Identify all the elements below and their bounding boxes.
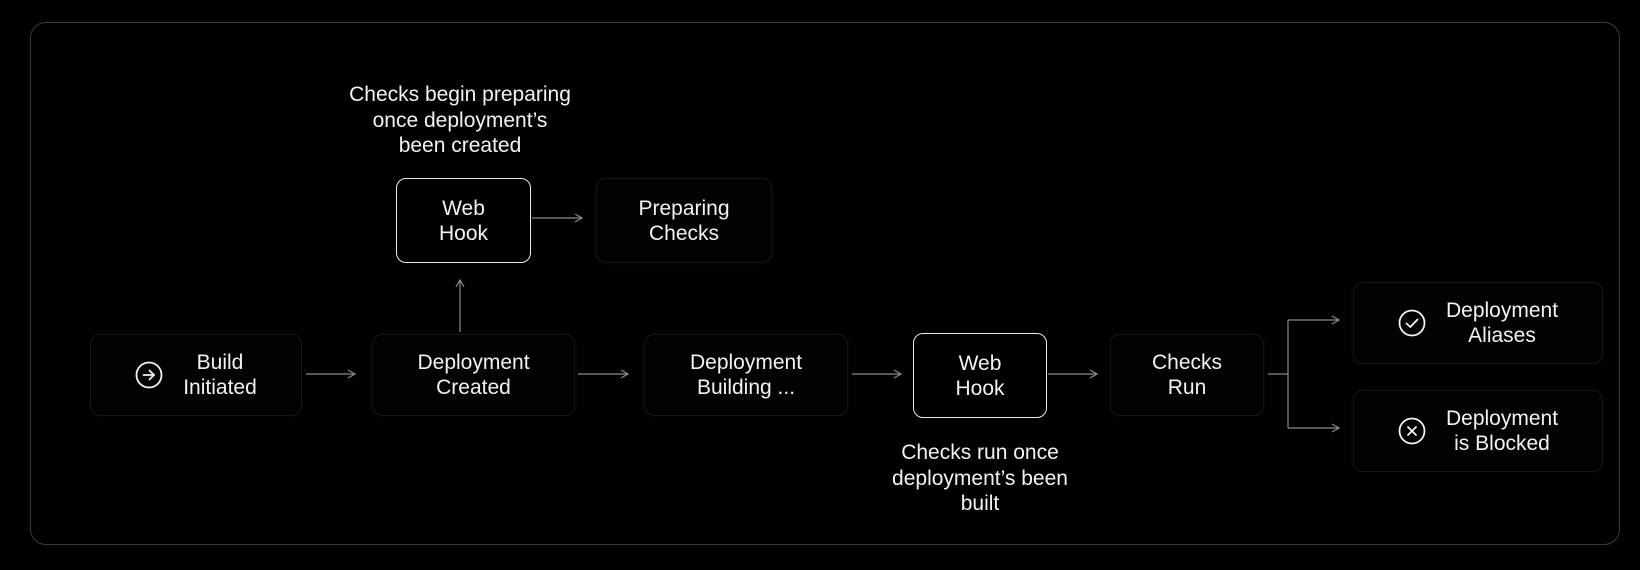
checks-run-label: Checks Run: [1151, 351, 1223, 399]
annotation-top: Checks begin preparing once deployment’s…: [349, 83, 571, 157]
deployment-aliases-node[interactable]: Deployment Aliases: [1353, 282, 1603, 364]
check-circle-icon: [1398, 309, 1426, 337]
deployment-blocked-node[interactable]: Deployment is Blocked: [1353, 390, 1603, 472]
preparing-checks-label: Preparing Checks: [638, 196, 730, 245]
webhook-bottom-node[interactable]: Web Hook: [913, 333, 1047, 418]
build-initiated-node[interactable]: Build Initiated: [90, 334, 302, 416]
diagram-frame: [30, 22, 1620, 545]
deployment-created-node[interactable]: Deployment Created: [372, 334, 575, 416]
webhook-top-node[interactable]: Web Hook: [396, 178, 531, 263]
deployment-created-label: Deployment Created: [417, 351, 530, 399]
build-initiated-label: Build Initiated: [183, 351, 257, 399]
x-circle-icon: [1398, 417, 1426, 445]
arrow-right-circle-icon: [135, 361, 163, 389]
deployment-aliases-label: Deployment Aliases: [1445, 299, 1559, 347]
deployment-blocked-label: Deployment is Blocked: [1445, 407, 1559, 455]
webhook-bottom-label: Web Hook: [955, 351, 1005, 400]
deployment-building-label: Deployment Building ...: [689, 351, 803, 399]
annotation-bottom: Checks run once deployment’s been built: [892, 441, 1068, 515]
checks-run-node[interactable]: Checks Run: [1110, 334, 1264, 416]
webhook-top-label: Web Hook: [438, 196, 489, 245]
preparing-checks-node[interactable]: Preparing Checks: [596, 178, 772, 263]
deployment-building-node[interactable]: Deployment Building ...: [644, 334, 848, 416]
